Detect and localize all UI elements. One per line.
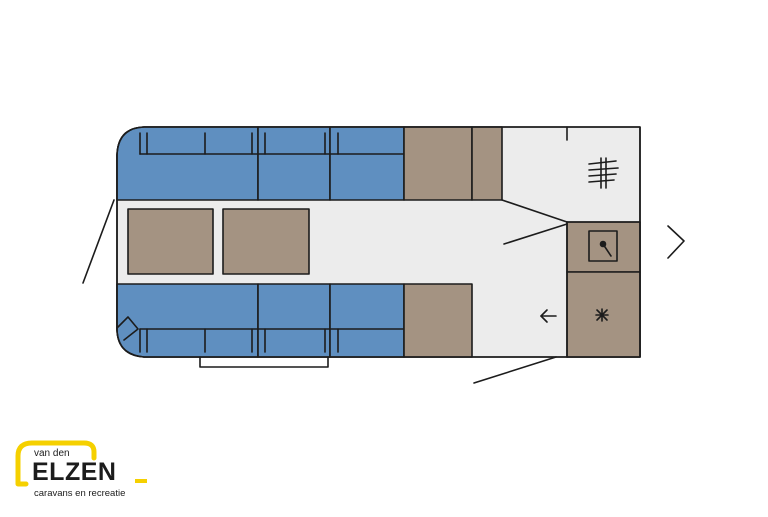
top-cabinet <box>403 126 473 201</box>
chevron-right-icon <box>667 225 685 259</box>
drawbar-line <box>82 199 115 284</box>
radiator-icon <box>588 157 619 189</box>
bottom-seat-left <box>116 283 259 358</box>
top-seat-middle <box>257 126 331 201</box>
logo-mark-icon <box>15 440 147 487</box>
arrow-left-icon <box>540 309 557 323</box>
brand-logo: van den ELZEN caravans en recreatie <box>14 440 174 504</box>
top-seat-right <box>329 126 405 201</box>
sink-tap <box>602 243 612 257</box>
cooktop-icon <box>595 308 609 322</box>
table-left <box>127 208 214 275</box>
sink-icon <box>588 230 618 262</box>
partition-door <box>503 223 568 245</box>
brand-name-small: van den <box>34 448 70 459</box>
bottom-seat-middle <box>257 283 331 358</box>
top-cabinet-narrow <box>471 126 503 201</box>
table-right <box>222 208 310 275</box>
corner-wedge <box>116 316 139 341</box>
bottom-seat-right <box>329 283 405 358</box>
top-seat-left <box>116 126 259 201</box>
outer-wall <box>116 126 641 358</box>
brand-tagline: caravans en recreatie <box>34 488 126 499</box>
awning-rail <box>199 356 329 368</box>
door-swing <box>473 356 557 384</box>
brand-name-big: ELZEN <box>32 458 117 486</box>
bottom-cabinet <box>403 283 473 358</box>
partition-wall <box>501 199 568 223</box>
